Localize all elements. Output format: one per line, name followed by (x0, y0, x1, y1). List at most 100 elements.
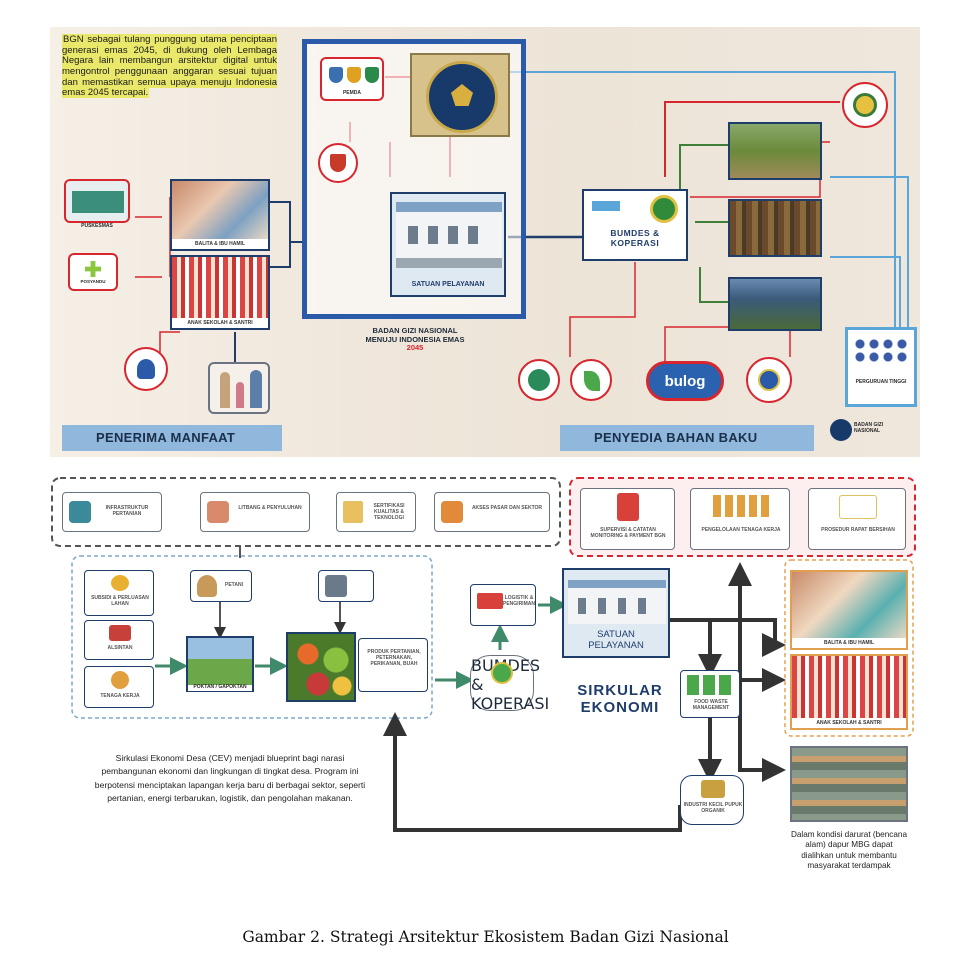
bgn-emblem-icon (426, 61, 498, 133)
card-subsidi-lahan: SUBSIDI & PERLUASAN LAHAN (84, 570, 154, 616)
bulog-logo: bulog (646, 361, 724, 401)
money-icon (111, 575, 129, 591)
kemendagri-logo (318, 143, 358, 183)
balita-caption: BALITA & IBU HAMIL (172, 239, 268, 249)
ecosystem-diagram-bottom: INFRASTRUKTUR PERTANIAN LITBANG & PENYUL… (50, 470, 920, 905)
card-alsintan: ALSINTAN (84, 620, 154, 660)
darurat-photo (790, 746, 908, 822)
building-image (568, 580, 666, 624)
kemdikbud-logo (124, 347, 168, 391)
pupuk-label: INDUSTRI KECIL PUPUK ORGANIK (683, 802, 743, 814)
card-supervisi: SUPERVISI & CATATAN MONITORING & PAYMENT… (580, 488, 675, 550)
kementan-logo (842, 82, 888, 128)
center-title-line2: MENUJU INDONESIA EMAS (365, 334, 465, 344)
tractor-icon (69, 501, 91, 523)
posyandu-icon (85, 261, 101, 277)
satuan-pelayanan-photo: SATUAN PELAYANAN (562, 568, 670, 658)
poktan-label: POKTAN / GAPOKTAN (188, 684, 252, 691)
tractor-icon (109, 625, 131, 641)
koperasi-logo-icon (650, 195, 678, 223)
produk-label: PRODUK PERTANIAN, PETERNAKAN, PERIKANAN,… (367, 649, 421, 667)
building-image (396, 202, 502, 268)
fertilizer-icon (701, 780, 725, 798)
bumdes-label-line2: KOPERASI (610, 237, 660, 248)
puskesmas-label: PUSKESMAS (81, 223, 113, 229)
posyandu-logo: POSYANDU (68, 253, 118, 291)
university-logos-icon (854, 338, 910, 364)
kkp-logo (518, 359, 560, 401)
card-label: TENAGA KERJA (100, 693, 140, 699)
card-petani: PETANI (190, 570, 252, 602)
band-penyedia-bahan-baku-label: PENYEDIA BAHAN BAKU (594, 430, 758, 445)
pemda-logo-box: PEMDA (320, 57, 384, 101)
petani-label: PETANI (225, 582, 243, 588)
bulog-label: bulog (664, 373, 706, 390)
garuda-icon (451, 84, 473, 106)
shield-icon (347, 67, 361, 83)
band-penyedia-bahan-baku: PENYEDIA BAHAN BAKU (560, 425, 814, 451)
card-food-waste: FOOD WASTE MANAGEMENT (680, 670, 740, 718)
sekolah-photo: ANAK SEKOLAH & SANTRI (170, 255, 270, 330)
card-produk: PRODUK PERTANIAN, PETERNAKAN, PERIKANAN,… (358, 638, 428, 692)
emblem-icon (853, 93, 877, 117)
card-pasar (318, 570, 374, 602)
card-label: LITBANG & PENYULUHAN (238, 505, 302, 511)
farmer-icon (197, 575, 217, 597)
emblem-icon (137, 359, 155, 379)
card-label: ALSINTAN (107, 645, 133, 651)
bumdes-box: BUMDES & KOPERASI (582, 189, 688, 261)
farm-photo-1 (728, 122, 822, 180)
farm-photo-2 (728, 199, 822, 257)
shield-icon (365, 67, 379, 83)
balita-photo: BALITA & IBU HAMIL (170, 179, 270, 251)
card-label: PROSEDUR RAPAT BERSIHAN (821, 527, 895, 533)
card-label: SUBSIDI & PERLUASAN LAHAN (91, 595, 149, 607)
sekolah-caption: ANAK SEKOLAH & SANTRI (172, 318, 268, 328)
sirkular-ekonomi-title: SIRKULAR EKONOMI (560, 682, 680, 717)
bumdes-label-line1: BUMDES & (610, 228, 660, 238)
darurat-text: Dalam kondisi darurat (bencana alam) dap… (790, 830, 908, 870)
intro-paragraph: BGN sebagai tulang punggung utama pencip… (62, 34, 277, 99)
card-label: PENGELOLAAN TENAGA KERJA (701, 527, 781, 533)
center-title-line1: BADAN GIZI NASIONAL (372, 326, 458, 335)
card-infrastruktur-pertanian: INFRASTRUKTUR PERTANIAN (62, 492, 162, 532)
bumdes-circle: BUMDES & KOPERASI (470, 655, 550, 713)
farm-photo-3 (728, 277, 822, 331)
recycle-icon (687, 675, 735, 695)
food-waste-label: FOOD WASTE MANAGEMENT (692, 699, 730, 711)
card-label: SERTIFIKASI KUALITAS & TEKNOLOGI (373, 503, 405, 521)
bumdes-label: BUMDES & KOPERASI (471, 656, 550, 713)
bumdes-label: BUMDES & KOPERASI (584, 228, 686, 249)
center-title: BADAN GIZI NASIONAL MENUJU INDONESIA EMA… (312, 326, 518, 353)
leaf-icon (584, 371, 600, 391)
posyandu-label: POSYANDU (80, 279, 106, 284)
emblem-icon (330, 154, 346, 172)
card-sertifikasi: SERTIFIKASI KUALITAS & TEKNOLOGI (336, 492, 416, 532)
bapanas-logo (570, 359, 612, 401)
card-akses-pasar: AKSES PASAR DAN SEKTOR (434, 492, 550, 532)
poktan-photo: POKTAN / GAPOKTAN (186, 636, 254, 692)
shield-icon (329, 67, 343, 83)
bumdes-logo-icon (592, 201, 620, 211)
pemda-label: PEMDA (342, 90, 362, 96)
farmer-icon (111, 671, 129, 689)
card-tenaga-kerja: PENGELOLAAN TENAGA KERJA (690, 488, 790, 550)
band-penerima-manfaat: PENERIMA MANFAAT (62, 425, 282, 451)
truck-icon (477, 593, 503, 609)
bgn-small-logo-label: BADAN GIZI NASIONAL (854, 422, 884, 434)
card-label: AKSES PASAR DAN SEKTOR (471, 505, 543, 511)
satuan-line2: PELAYANAN (588, 639, 644, 651)
balita-photo: BALITA & IBU HAMIL (790, 570, 908, 650)
puskesmas-image (64, 179, 130, 223)
card-label: SUPERVISI & CATATAN MONITORING & PAYMENT… (590, 527, 666, 539)
satuan-pelayanan-label: SATUAN PELAYANAN (411, 280, 485, 288)
satuan-pelayanan-photo: SATUAN PELAYANAN (390, 192, 506, 297)
card-label: INFRASTRUKTUR PERTANIAN (105, 505, 149, 517)
bgn-logo (410, 53, 510, 137)
satuan-line1: SATUAN (597, 629, 635, 640)
market-icon (441, 501, 463, 523)
card-litbang-penyuluhan: LITBANG & PENYULUHAN (200, 492, 310, 532)
sirkular-line1: SIRKULAR (577, 682, 663, 699)
center-title-year: 2045 (406, 343, 424, 353)
logistik-label: LOGISTIK & PENGIRIMAN (503, 595, 535, 607)
